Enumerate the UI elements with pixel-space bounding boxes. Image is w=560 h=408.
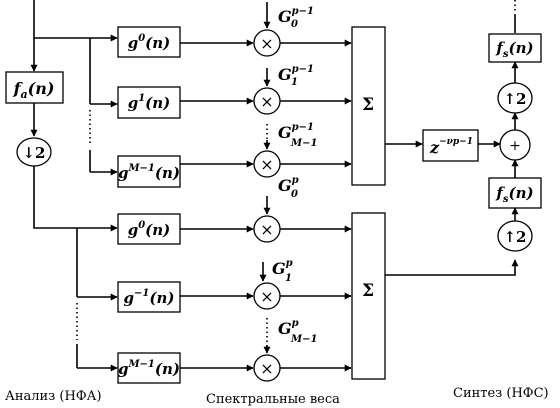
upper-filter-m-1: gM−1(n) xyxy=(117,155,181,188)
upper-multiplier-1: × xyxy=(253,87,281,115)
svg-text:Gp: Gp xyxy=(272,258,293,278)
lower-weight-label-m-1: Gp M−1 xyxy=(278,318,317,345)
caption-analysis: Анализ (НФА) xyxy=(5,389,102,404)
caption-spectral-weights: Спектральные веса xyxy=(206,392,340,407)
lower-filter-m-1: gM−1(n) xyxy=(117,352,181,384)
svg-text:Gp: Gp xyxy=(278,175,299,195)
upper-multiplier-m-1: × xyxy=(253,150,281,178)
synthesis-filter-top: fs(n) xyxy=(488,33,542,63)
svg-text:fa(n): fa(n) xyxy=(13,79,55,101)
synthesis-wires xyxy=(385,0,519,276)
svg-text:fs(n): fs(n) xyxy=(495,39,533,60)
svg-text:Σ: Σ xyxy=(362,95,374,115)
adder: + xyxy=(499,129,531,161)
svg-text:0: 0 xyxy=(291,19,298,30)
lower-multiplier-m-1: × xyxy=(253,354,281,382)
svg-text:×: × xyxy=(260,287,273,306)
svg-text:×: × xyxy=(260,155,273,174)
synthesis-filter-mid: fs(n) xyxy=(488,177,542,209)
lower-filter-1: g−1(n) xyxy=(117,281,181,313)
svg-text:g0(n): g0(n) xyxy=(128,220,171,239)
upper-weight-label-1: Gp−1 1 xyxy=(278,64,314,88)
analysis-filter-block: fa(n) xyxy=(5,71,64,104)
lower-weight-label-0: Gp 0 xyxy=(278,175,299,200)
svg-text:Gp−1: Gp−1 xyxy=(278,6,314,26)
svg-text:×: × xyxy=(260,34,273,53)
svg-text:×: × xyxy=(260,92,273,111)
upper-weight-label-m-1: Gp−1 M−1 xyxy=(278,122,317,149)
upper-weight-label-0: Gp−1 0 xyxy=(278,6,314,30)
upper-filter-0: g0(n) xyxy=(117,26,181,58)
svg-text:×: × xyxy=(260,359,273,378)
svg-text:gM−1(n): gM−1(n) xyxy=(118,163,180,182)
svg-text:1: 1 xyxy=(285,273,292,284)
svg-text:Gp: Gp xyxy=(278,318,299,338)
lower-multiplier-1: × xyxy=(253,282,281,310)
upsampler-bottom: ↑2 xyxy=(497,220,533,252)
analysis-wires xyxy=(30,0,118,372)
svg-text:↑2: ↑2 xyxy=(503,90,526,108)
svg-text:1: 1 xyxy=(291,77,298,88)
svg-text:Gp−1: Gp−1 xyxy=(278,122,314,142)
svg-text:z−νp−1: z−νp−1 xyxy=(429,137,473,157)
svg-text:+: + xyxy=(509,138,521,154)
svg-text:fs(n): fs(n) xyxy=(495,184,533,205)
svg-text:×: × xyxy=(260,220,273,239)
svg-text:g0(n): g0(n) xyxy=(128,33,171,52)
lower-multiplier-0: × xyxy=(253,215,281,243)
svg-text:↓2: ↓2 xyxy=(22,144,45,162)
caption-synthesis: Синтез (НФС) xyxy=(453,386,549,401)
downsampler: ↓2 xyxy=(16,137,52,167)
svg-text:↑2: ↑2 xyxy=(503,228,526,246)
delay-block: z−νp−1 xyxy=(422,129,479,162)
svg-text:g1(n): g1(n) xyxy=(128,93,171,112)
svg-text:gM−1(n): gM−1(n) xyxy=(118,359,180,378)
weight-wires xyxy=(180,2,352,372)
svg-text:g−1(n): g−1(n) xyxy=(124,288,175,307)
lower-weight-label-1: Gp 1 xyxy=(272,258,293,284)
lower-sum-block: Σ xyxy=(351,212,386,380)
upper-filter-1: g1(n) xyxy=(117,86,181,119)
svg-text:M−1: M−1 xyxy=(290,138,317,149)
lower-filter-0: g0(n) xyxy=(117,213,181,245)
upsampler-top: ↑2 xyxy=(497,82,533,114)
svg-text:M−1: M−1 xyxy=(290,334,317,345)
svg-text:Gp−1: Gp−1 xyxy=(278,64,314,84)
svg-text:Σ: Σ xyxy=(362,281,374,301)
upper-sum-block: Σ xyxy=(351,26,386,186)
svg-text:0: 0 xyxy=(291,189,298,200)
upper-multiplier-0: × xyxy=(253,29,281,57)
